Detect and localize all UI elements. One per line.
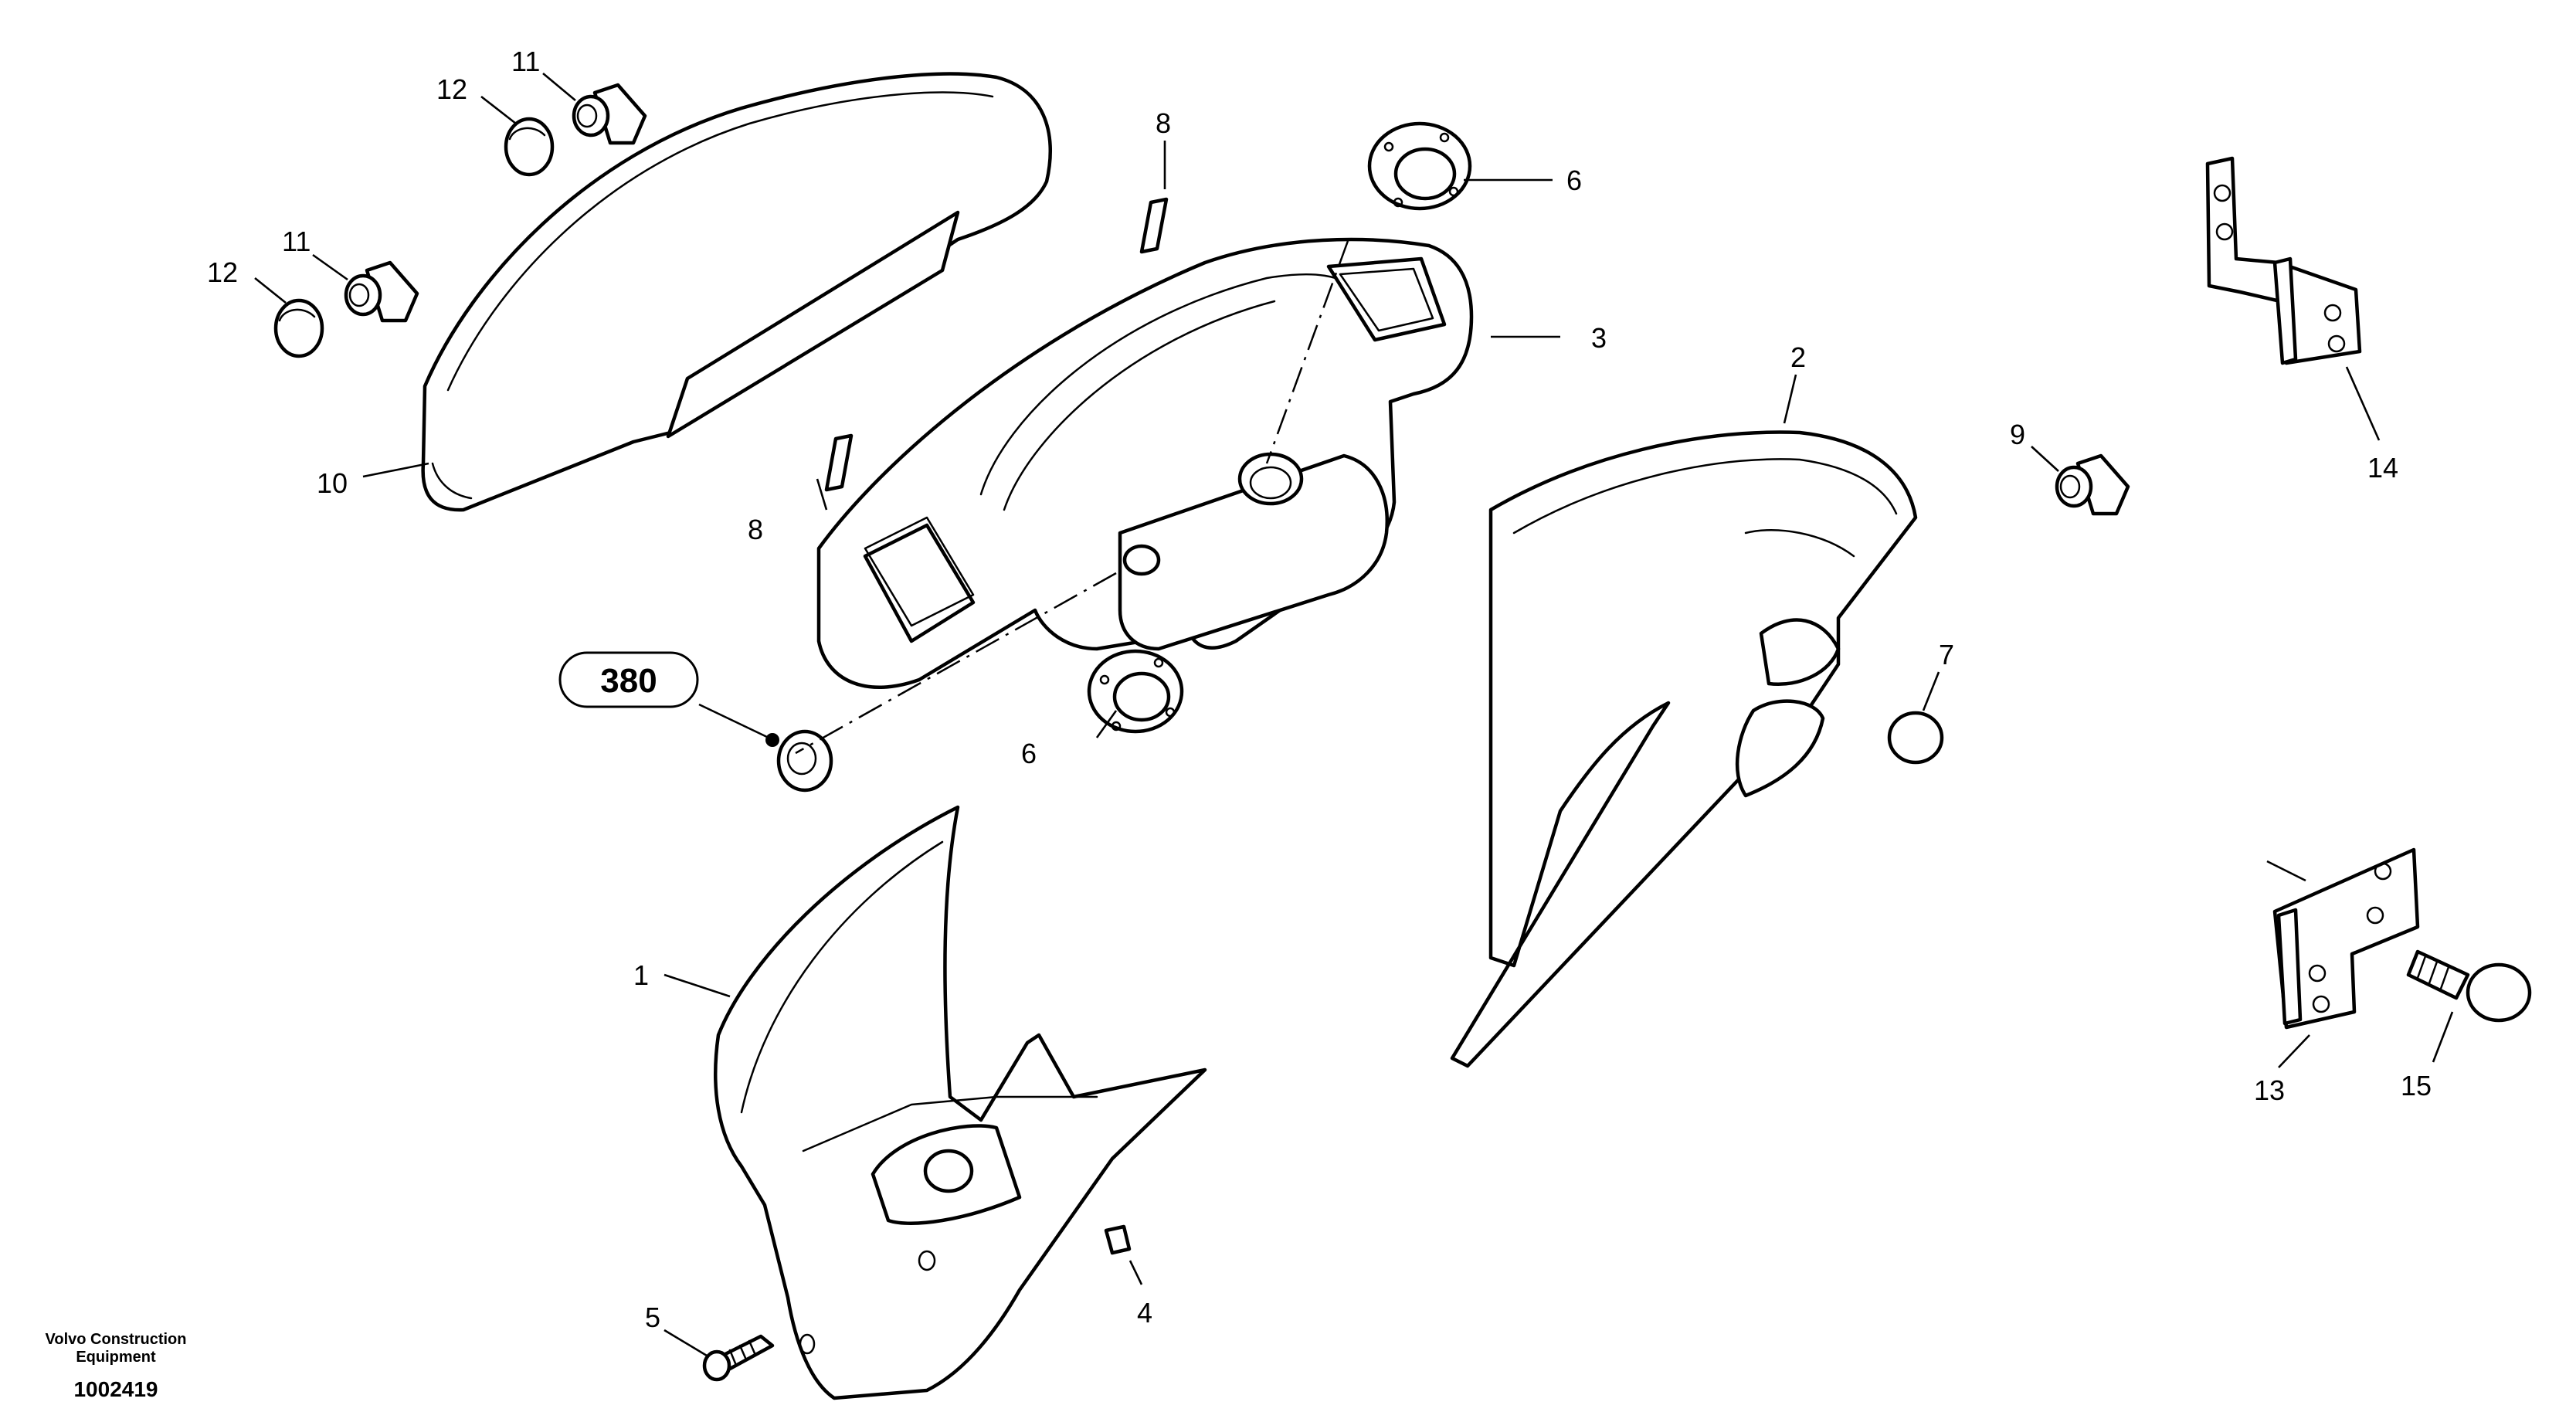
label-part-6: 6 (1021, 738, 1037, 769)
company-name-line2: Equipment (76, 1349, 156, 1366)
part-13-hinge (2272, 847, 2420, 1030)
part-12-cap-upper (504, 117, 555, 177)
label-part-2: 2 (1790, 341, 1806, 373)
part-10-top-cover (421, 72, 1053, 512)
label-part-1: 1 (633, 959, 649, 991)
part-1-lower-cover (714, 805, 1207, 1400)
part-14-hinge (2205, 156, 2362, 365)
label-part-7: 7 (1939, 639, 1954, 670)
part-6-ring-lower (1087, 649, 1184, 734)
label-part-8: 8 (748, 514, 763, 545)
label-part-12: 12 (207, 256, 238, 288)
footer-block: Volvo Construction Equipment 1002419 (46, 1331, 187, 1401)
company-name-line1: Volvo Construction (46, 1331, 187, 1348)
part-2-right-cover (1450, 430, 1918, 1068)
label-part-12: 12 (436, 73, 467, 105)
part-8-key-upper (1139, 197, 1169, 254)
label-part-9: 9 (2010, 419, 2025, 450)
part-12-cap-lower (273, 298, 324, 358)
label-part-10: 10 (317, 467, 348, 499)
leader-lines (254, 73, 2454, 1357)
label-part-3: 3 (1591, 322, 1607, 354)
label-part-6: 6 (1566, 165, 1582, 196)
label-part-11: 11 (511, 46, 540, 77)
label-part-13: 13 (2254, 1074, 2285, 1106)
label-part-5: 5 (645, 1302, 660, 1333)
part-11-clip-lower (344, 260, 419, 323)
part-4-clip-nut (1104, 1224, 1132, 1255)
reference-callout: 380 (558, 651, 699, 708)
label-part-11: 11 (282, 226, 311, 257)
label-part-15: 15 (2401, 1070, 2432, 1101)
part-380-washer (765, 729, 833, 793)
label-part-14: 14 (2367, 452, 2398, 484)
part-5-screw (702, 1334, 775, 1382)
part-6-ring-upper (1367, 121, 1472, 211)
part-7-plug (1887, 711, 1944, 765)
part-11-clip-upper (572, 83, 647, 145)
part-15-bolt (2406, 949, 2532, 1023)
document-number: 1002419 (73, 1377, 158, 1401)
part-8-key-lower (824, 433, 854, 492)
reference-callout-label: 380 (600, 662, 657, 700)
part-3-instrument-panel (816, 237, 1474, 690)
label-part-4: 4 (1137, 1297, 1152, 1329)
label-part-8: 8 (1156, 107, 1171, 139)
part-9-clip (2055, 453, 2130, 516)
